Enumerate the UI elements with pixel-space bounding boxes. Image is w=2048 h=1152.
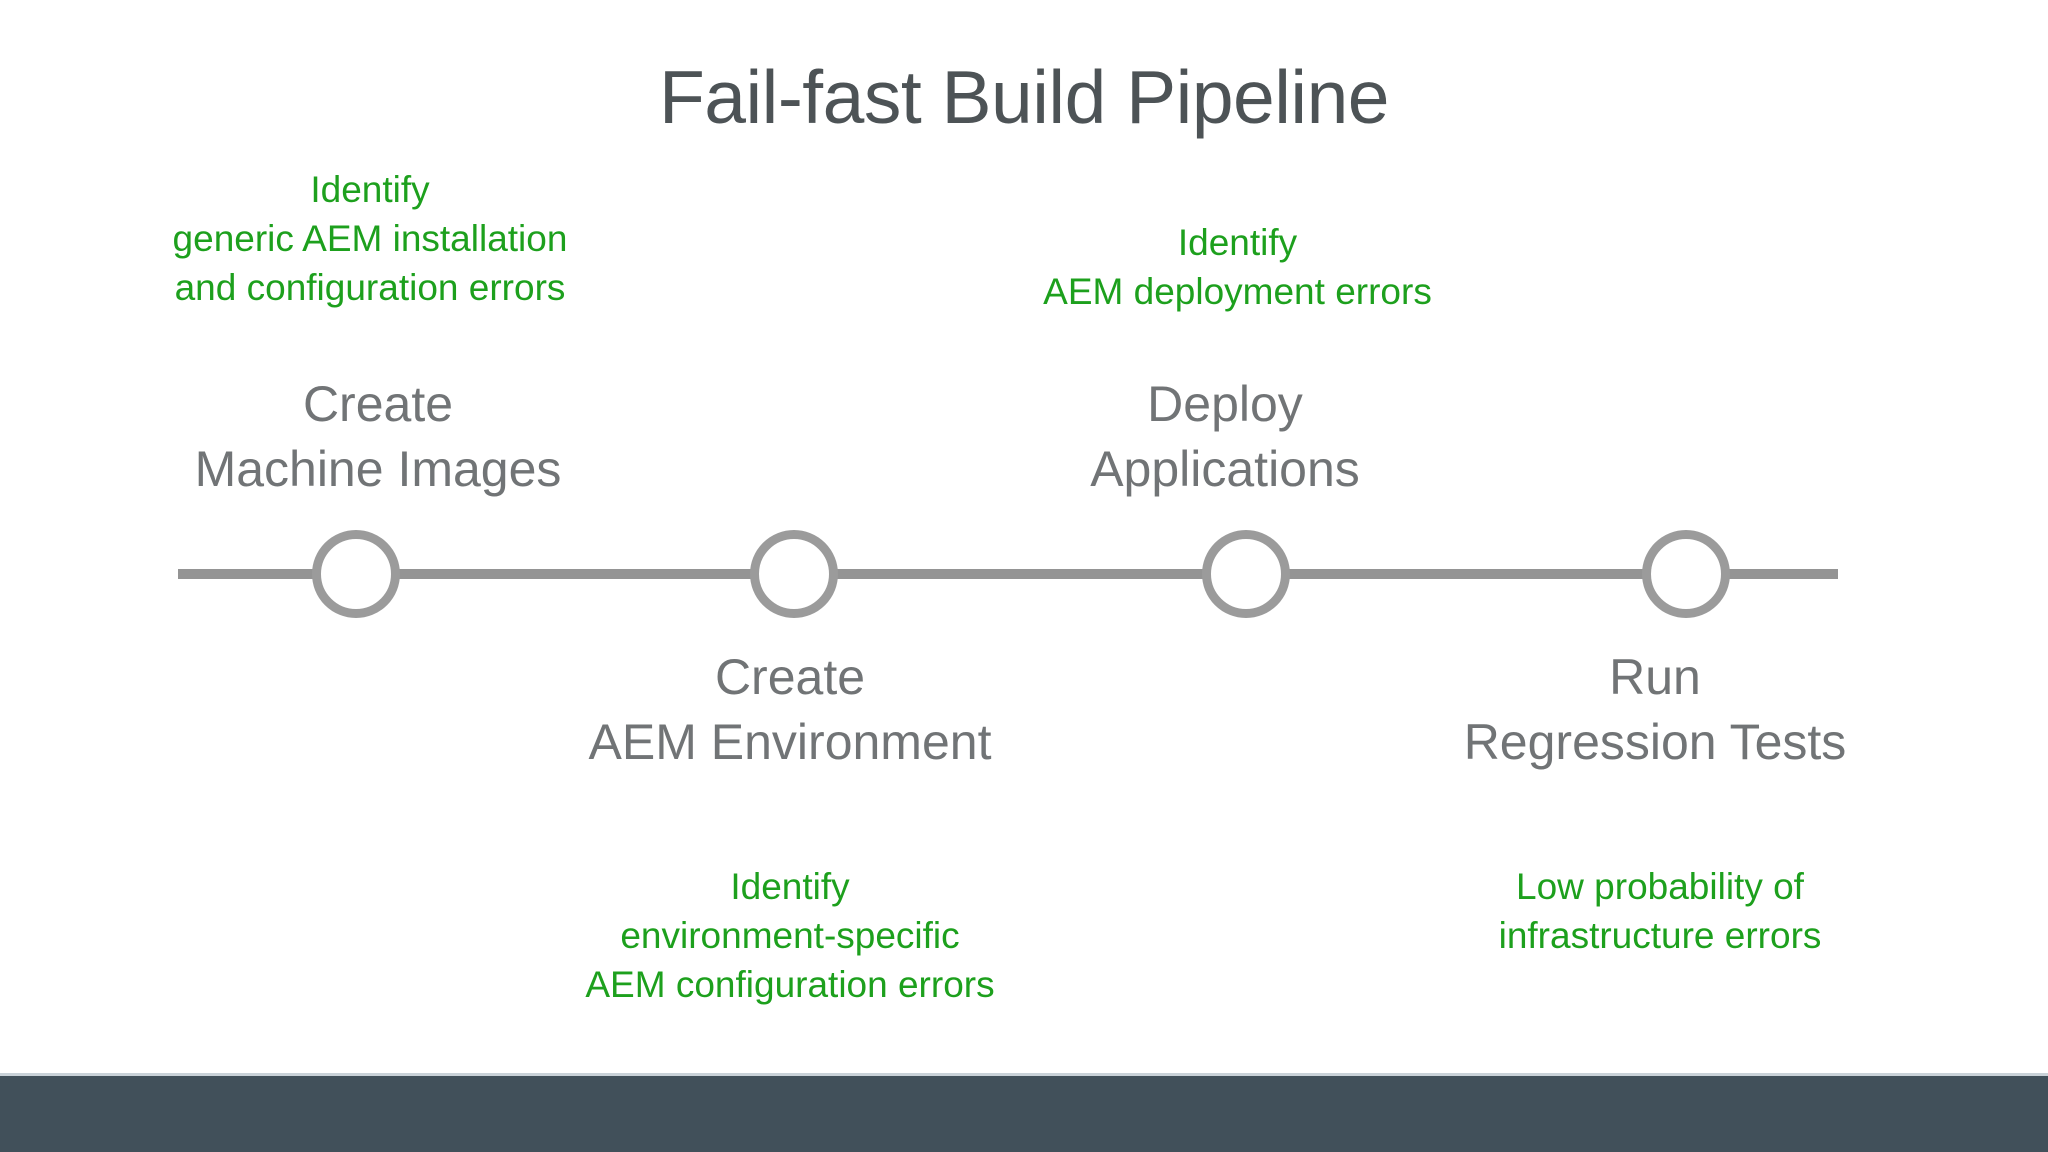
annotation-line: generic AEM installation <box>172 218 568 260</box>
timeline-node-create-machine-images[interactable] <box>312 530 400 618</box>
step-label-run-regression-tests: Run Regression Tests <box>1390 645 1920 775</box>
annotation-line: AEM configuration errors <box>585 964 995 1006</box>
page-title: Fail-fast Build Pipeline <box>658 55 1390 139</box>
annotation-line: and configuration errors <box>174 267 566 309</box>
annotation-line: AEM deployment errors <box>1043 271 1432 313</box>
annotation-machine-images: Identify generic AEM installation and co… <box>55 165 685 313</box>
annotation-aem-environment: Identify environment-specific AEM config… <box>505 862 1075 1010</box>
step-label-create-aem-environment: Create AEM Environment <box>490 645 1090 775</box>
step-label-line2: AEM Environment <box>588 714 992 770</box>
annotation-deploy-applications: Identify AEM deployment errors <box>960 218 1515 316</box>
step-label-line1: Create <box>302 376 454 432</box>
footer-divider <box>0 1073 2048 1076</box>
footer-bar <box>0 1076 2048 1152</box>
annotation-line: Identify <box>730 866 850 907</box>
annotation-line: Identify <box>1177 222 1298 263</box>
step-label-line1: Deploy <box>1147 376 1303 432</box>
step-label-line2: Machine Images <box>194 441 562 497</box>
annotation-line: environment-specific <box>620 915 960 957</box>
step-label-line2: Applications <box>1090 441 1360 497</box>
annotation-regression-tests: Low probability of infrastructure errors <box>1410 862 1910 960</box>
step-label-line1: Run <box>1609 649 1701 705</box>
annotation-line: infrastructure errors <box>1498 915 1822 957</box>
step-label-line1: Create <box>714 649 866 705</box>
timeline-node-run-regression-tests[interactable] <box>1642 530 1730 618</box>
timeline-axis-line <box>178 569 1838 579</box>
timeline-node-deploy-applications[interactable] <box>1202 530 1290 618</box>
timeline-node-create-aem-environment[interactable] <box>750 530 838 618</box>
step-label-deploy-applications: Deploy Applications <box>950 372 1500 502</box>
annotation-line: Low probability of <box>1516 866 1804 907</box>
annotation-line: Identify <box>310 169 430 210</box>
step-label-create-machine-images: Create Machine Images <box>68 372 688 502</box>
step-label-line2: Regression Tests <box>1463 714 1847 770</box>
